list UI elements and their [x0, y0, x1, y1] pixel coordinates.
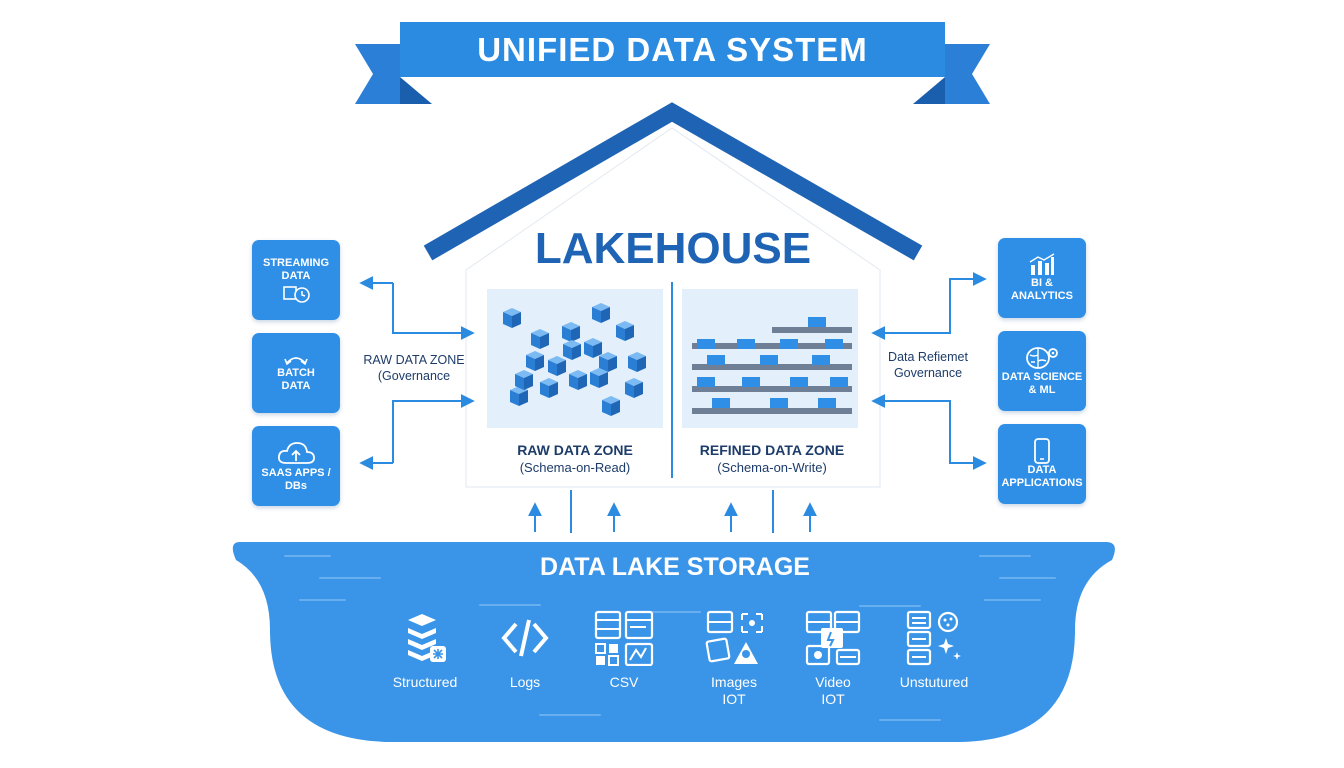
- source-tile-line1: BATCH: [277, 367, 315, 379]
- raw-zone-cubes: [503, 303, 646, 416]
- ingest-connectors: [359, 276, 475, 470]
- data-cube: [590, 368, 608, 388]
- consumer-tile-line1: BI &: [1031, 277, 1053, 289]
- storage-item-label: Logs: [509, 674, 541, 690]
- bar-chart-icon: [1028, 253, 1056, 277]
- data-cube: [548, 356, 566, 376]
- lakehouse-title: LAKEHOUSE: [534, 224, 812, 273]
- brain-gear-icon: [1024, 345, 1060, 371]
- data-cube: [569, 370, 587, 390]
- streaming-clock-icon: [278, 283, 314, 303]
- consumer-tile-line2: & ML: [1028, 384, 1056, 396]
- csv-grid-icon: [569, 610, 679, 666]
- storage-item-label: Structured: [392, 674, 458, 690]
- layers-icon: [370, 610, 480, 666]
- refined-zone-label: REFINED DATA ZONE (Schema-on-Write): [674, 441, 870, 477]
- data-cube: [515, 370, 533, 390]
- code-icon: [470, 610, 580, 666]
- data-cube: [602, 396, 620, 416]
- storage-item-sublabel: IOT: [821, 691, 845, 707]
- lake-title: DATA LAKE STORAGE: [540, 553, 810, 581]
- raw-zone-subtitle: (Schema-on-Read): [519, 460, 631, 475]
- smartphone-icon: [1031, 438, 1053, 464]
- consumer-tile-line2: APPLICATIONS: [1001, 477, 1083, 489]
- raw-zone-title: RAW DATA ZONE: [517, 442, 633, 458]
- banner-title: UNIFIED DATA SYSTEM: [477, 30, 868, 68]
- right-annotation-line2: Governance: [893, 366, 963, 380]
- storage-item-label: Unstutured: [899, 674, 969, 690]
- consumer-tile-line1: DATA: [1027, 464, 1057, 476]
- lake-to-lakehouse-connectors: [528, 490, 817, 533]
- consumer-tile-applications: DATA APPLICATIONS: [998, 424, 1086, 504]
- house-roof: [423, 102, 923, 261]
- storage-item-structured: Structured: [370, 610, 480, 691]
- data-cube: [510, 386, 528, 406]
- video-icon: [778, 610, 888, 666]
- refined-zone-shelves: [692, 317, 852, 414]
- left-annotation: RAW DATA ZONE (Governance: [356, 352, 472, 384]
- source-tile-line1: STREAMING: [263, 257, 329, 269]
- data-cube: [540, 378, 558, 398]
- unstructured-icon: [879, 610, 989, 666]
- source-tile-line2: DATA: [281, 270, 311, 282]
- storage-item-sublabel: IOT: [722, 691, 746, 707]
- storage-item-label: CSV: [609, 674, 639, 690]
- banner: UNIFIED DATA SYSTEM: [400, 22, 945, 77]
- data-cube: [592, 303, 610, 323]
- storage-item-video: Video IOT: [778, 610, 888, 708]
- storage-item-label: Images: [711, 674, 757, 690]
- consumer-tile-line1: DATA SCIENCE: [1001, 371, 1083, 383]
- data-cube: [562, 322, 580, 342]
- data-lake-shape: [232, 542, 1115, 742]
- batch-cycle-icon: [281, 353, 311, 367]
- images-icon: [679, 610, 789, 666]
- consumer-tile-data-science: DATA SCIENCE & ML: [998, 331, 1086, 411]
- data-cube: [625, 378, 643, 398]
- source-tile-line2: DATA: [281, 380, 311, 392]
- storage-item-unstructured: Unstutured: [879, 610, 989, 691]
- left-annotation-line2: (Governance: [377, 369, 451, 383]
- storage-item-csv: CSV: [569, 610, 679, 691]
- consumer-tile-bi: BI & ANALYTICS: [998, 238, 1086, 318]
- data-cube: [584, 338, 602, 358]
- source-tile-streaming: STREAMING DATA: [252, 240, 340, 320]
- serve-connectors: [871, 272, 987, 470]
- consumer-tile-line2: ANALYTICS: [1011, 290, 1073, 302]
- raw-zone-label: RAW DATA ZONE (Schema-on-Read): [477, 441, 673, 477]
- data-cube: [616, 321, 634, 341]
- data-cube: [531, 329, 549, 349]
- data-cube: [599, 352, 617, 372]
- storage-item-images: Images IOT: [679, 610, 789, 708]
- refined-zone-subtitle: (Schema-on-Write): [717, 460, 827, 475]
- data-cube: [503, 308, 521, 328]
- data-cube: [563, 340, 581, 360]
- banner-ribbon-tails: [355, 44, 990, 104]
- source-tile-saas: SAAS APPS / DBs: [252, 426, 340, 506]
- source-tile-line1: SAAS APPS /: [261, 467, 331, 479]
- right-annotation: Data Refiemet Governance: [876, 349, 980, 381]
- storage-item-label: Video: [815, 674, 851, 690]
- right-annotation-line1: Data Refiemet: [888, 350, 968, 364]
- data-cube: [526, 351, 544, 371]
- storage-item-logs: Logs: [470, 610, 580, 691]
- data-cube: [628, 352, 646, 372]
- lake-ripples: [284, 555, 1056, 721]
- cloud-upload-icon: [276, 439, 316, 467]
- source-tile-batch: BATCH DATA: [252, 333, 340, 413]
- left-annotation-line1: RAW DATA ZONE: [363, 353, 465, 367]
- refined-zone-title: REFINED DATA ZONE: [699, 442, 845, 458]
- source-tile-line2: DBs: [284, 480, 307, 492]
